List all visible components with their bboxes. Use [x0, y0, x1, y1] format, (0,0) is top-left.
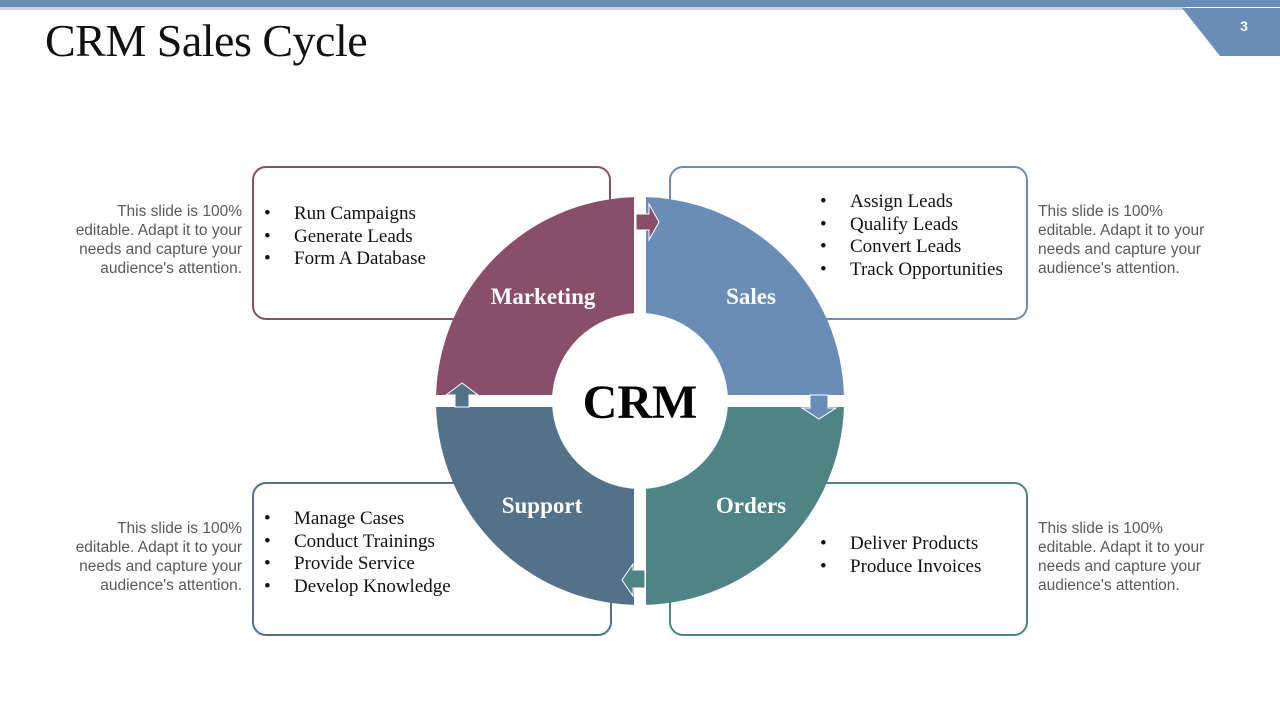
note-bottom-left: This slide is 100% editable. Adapt it to…	[75, 520, 242, 594]
segment-label-orders: Orders	[716, 493, 786, 518]
arrow-up-icon	[444, 382, 480, 408]
list-item: Track Opportunities	[820, 259, 1003, 282]
list-item: Generate Leads	[264, 226, 426, 249]
sales-list: Assign Leads Qualify Leads Convert Leads…	[820, 191, 1003, 281]
list-item: Assign Leads	[820, 191, 1003, 214]
crm-center-label: CRM	[583, 376, 698, 429]
segment-label-support: Support	[502, 493, 583, 518]
segment-label-sales: Sales	[726, 284, 776, 309]
page-number: 3	[1240, 18, 1248, 34]
list-item: Conduct Trainings	[264, 531, 451, 554]
list-item: Provide Service	[264, 553, 451, 576]
note-top-left: This slide is 100% editable. Adapt it to…	[75, 203, 242, 277]
list-item: Run Campaigns	[264, 203, 426, 226]
list-item: Produce Invoices	[820, 556, 981, 579]
arrow-right-icon	[635, 202, 660, 242]
list-item: Convert Leads	[820, 236, 1003, 259]
list-item: Deliver Products	[820, 533, 981, 556]
arrow-left-icon	[621, 562, 646, 598]
header-bar-accent	[0, 7, 1185, 10]
support-list: Manage Cases Conduct Trainings Provide S…	[264, 508, 451, 598]
orders-list: Deliver Products Produce Invoices	[820, 533, 981, 578]
list-item: Manage Cases	[264, 508, 451, 531]
header-bar	[0, 0, 1280, 7]
list-item: Qualify Leads	[820, 214, 1003, 237]
marketing-list: Run Campaigns Generate Leads Form A Data…	[264, 203, 426, 271]
list-item: Form A Database	[264, 248, 426, 271]
segment-label-marketing: Marketing	[491, 284, 596, 309]
slide-title: CRM Sales Cycle	[45, 15, 368, 66]
crm-center-circle	[552, 313, 728, 489]
note-top-right: This slide is 100% editable. Adapt it to…	[1038, 203, 1205, 277]
page-number-tab	[1182, 8, 1280, 56]
note-bottom-right: This slide is 100% editable. Adapt it to…	[1038, 520, 1205, 594]
arrow-down-icon	[800, 394, 838, 420]
list-item: Develop Knowledge	[264, 576, 451, 599]
